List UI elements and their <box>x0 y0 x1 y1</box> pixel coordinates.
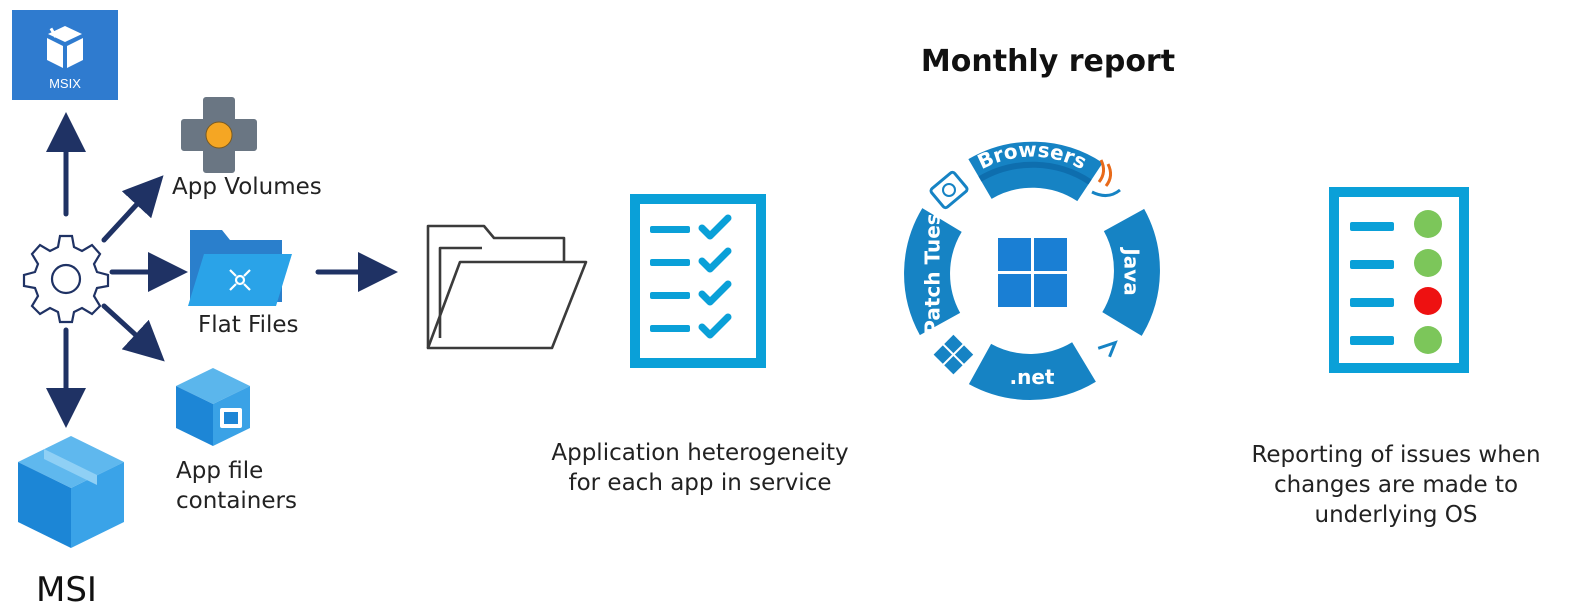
msix-icon: MSIX <box>12 10 118 100</box>
ring-label-java: Java <box>1120 246 1144 295</box>
ring-segment-dotnet <box>968 341 1096 400</box>
reporting-caption-line-3: underlying OS <box>1314 502 1478 528</box>
status-report-icon <box>1329 187 1469 373</box>
reporting-caption-line-1: Reporting of issues when <box>1251 442 1541 468</box>
app-file-containers-label: App file containers <box>176 456 297 516</box>
dotnet-logo-icon <box>1085 328 1127 370</box>
app-file-containers-line-1: App file <box>176 458 264 484</box>
arrow-app-volumes <box>101 175 164 243</box>
heterogeneity-caption-line-1: Application heterogeneity <box>551 440 849 466</box>
status-dot-fail <box>1414 287 1442 315</box>
arrow-containers <box>101 303 165 362</box>
heterogeneity-caption-line-2: for each app in service <box>568 470 832 496</box>
windows-logo-icon <box>998 238 1067 307</box>
monthly-report-title: Monthly report <box>920 44 1176 79</box>
status-dot-ok <box>1414 326 1442 354</box>
ring-segment-java <box>1101 208 1160 336</box>
ring-label-dotnet: .net <box>1010 365 1055 389</box>
status-dot-ok <box>1414 210 1442 238</box>
status-dot-ok <box>1414 249 1442 277</box>
app-volumes-label: App Volumes <box>172 174 322 200</box>
update-cycle-ring: Browsers Java .net Patch Tues <box>904 137 1160 400</box>
distribution-arrows <box>46 112 398 428</box>
heterogeneity-caption: Application heterogeneity for each app i… <box>500 438 900 498</box>
app-volumes-icon <box>181 97 257 173</box>
msi-label: MSI <box>36 570 97 610</box>
checklist-icon <box>630 194 766 368</box>
gear-icon <box>22 234 110 324</box>
java-cup-icon <box>1091 159 1121 197</box>
app-container-box-icon <box>176 368 250 446</box>
msix-label: MSIX <box>49 76 81 91</box>
flat-files-label: Flat Files <box>198 312 299 338</box>
reporting-caption: Reporting of issues when changes are mad… <box>1226 440 1566 530</box>
flat-files-icon <box>188 230 292 306</box>
windows-flag-icon <box>933 334 974 375</box>
ring-label-patch-tues: Patch Tues <box>921 213 945 334</box>
msi-box-icon <box>18 436 124 548</box>
app-file-containers-line-2: containers <box>176 488 297 514</box>
ring-segment-patch <box>904 208 963 336</box>
folder-open-icon <box>426 224 588 350</box>
reporting-caption-line-2: changes are made to <box>1273 472 1519 498</box>
browser-icon <box>929 170 969 210</box>
